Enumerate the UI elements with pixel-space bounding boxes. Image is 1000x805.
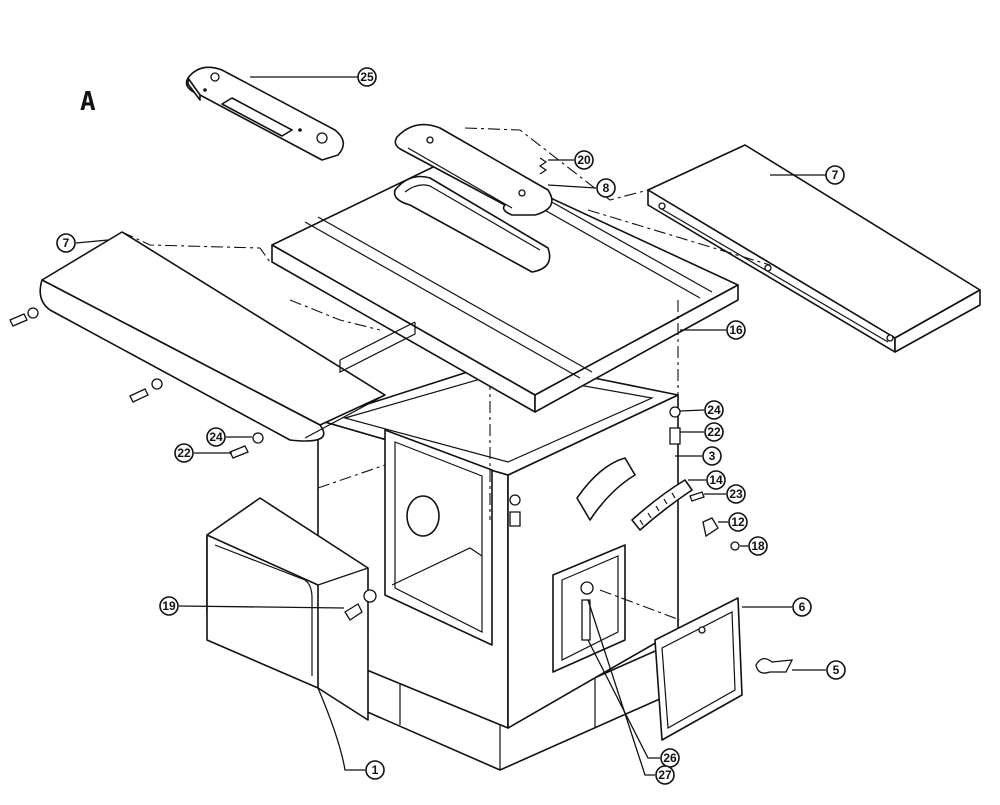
callout-27: 27	[655, 765, 675, 785]
svg-text:14: 14	[709, 473, 723, 487]
svg-text:20: 20	[577, 153, 591, 167]
callout-23: 23	[726, 484, 746, 504]
svg-text:8: 8	[603, 181, 610, 195]
callout-7-right: 7	[825, 165, 845, 185]
svg-text:7: 7	[63, 236, 70, 250]
svg-text:1: 1	[372, 763, 379, 777]
throat-plate-25	[185, 66, 345, 161]
callout-6: 6	[792, 597, 812, 617]
callout-25: 25	[357, 67, 377, 87]
svg-text:24: 24	[707, 403, 721, 417]
callout-5: 5	[826, 660, 846, 680]
svg-text:5: 5	[833, 663, 840, 677]
side-panel-6	[654, 597, 743, 741]
extension-wing-right-7	[647, 144, 981, 353]
svg-text:3: 3	[709, 449, 716, 463]
callout-24-right: 24	[704, 400, 724, 420]
svg-text:25: 25	[360, 70, 374, 84]
svg-text:19: 19	[162, 599, 176, 613]
callout-22-left: 22	[174, 443, 194, 463]
svg-text:26: 26	[663, 751, 677, 765]
svg-text:23: 23	[729, 487, 743, 501]
callout-12: 12	[728, 512, 748, 532]
callout-24-left: 24	[206, 427, 226, 447]
svg-text:12: 12	[731, 515, 745, 529]
main-table-16	[271, 154, 739, 413]
cabinet-base	[317, 359, 681, 771]
svg-text:22: 22	[707, 425, 721, 439]
callout-26: 26	[660, 748, 680, 768]
callout-18: 18	[748, 536, 768, 556]
callout-22-right: 22	[704, 422, 724, 442]
bevel-scale-14	[631, 479, 693, 531]
hardware	[9, 157, 794, 674]
callout-20: 20	[574, 150, 594, 170]
leader-lines	[75, 76, 826, 776]
callout-8: 8	[596, 178, 616, 198]
svg-text:16: 16	[729, 323, 743, 337]
callout-19: 19	[159, 596, 179, 616]
alignment-lines	[121, 127, 771, 621]
table-insert-8	[394, 123, 553, 216]
callout-16: 16	[726, 320, 746, 340]
callout-14: 14	[706, 470, 726, 490]
callout-7-left: 7	[56, 233, 76, 253]
svg-text:22: 22	[177, 446, 191, 460]
callout-3: 3	[702, 446, 722, 466]
svg-text:7: 7	[832, 168, 839, 182]
motor-cover-1	[206, 497, 369, 721]
view-letter: A	[80, 87, 96, 117]
callout-1: 1	[365, 760, 385, 780]
svg-text:24: 24	[209, 430, 223, 444]
extension-wing-left-7	[39, 231, 416, 442]
svg-text:6: 6	[799, 600, 806, 614]
svg-text:27: 27	[658, 768, 672, 782]
svg-text:18: 18	[751, 539, 765, 553]
